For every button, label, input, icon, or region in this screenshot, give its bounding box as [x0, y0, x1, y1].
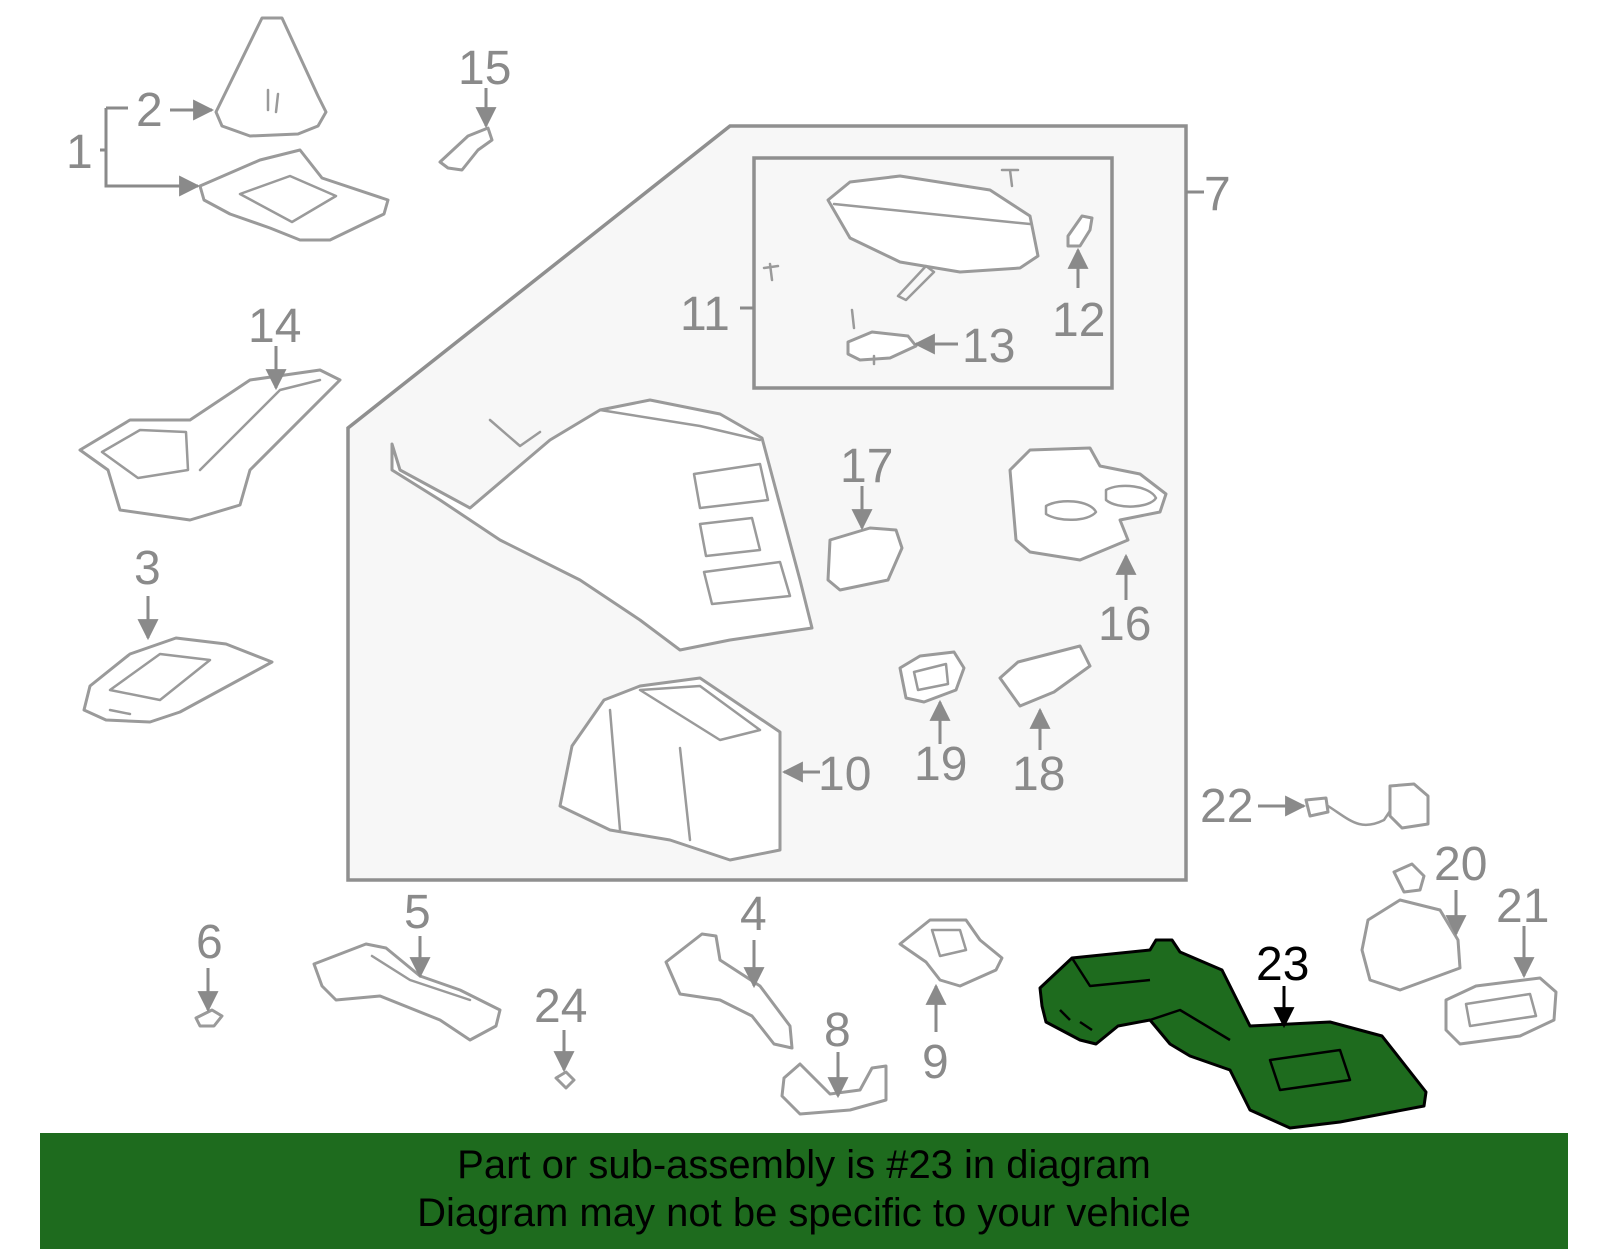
callout-21: 21: [1496, 880, 1549, 933]
part-23-console-bracket[interactable]: [1038, 938, 1428, 1130]
callout-20: 20: [1434, 838, 1487, 891]
callout-3: 3: [134, 542, 161, 595]
part-6-clip[interactable]: [194, 1008, 224, 1028]
part-1-shift-bezel[interactable]: [198, 148, 390, 242]
callout-4: 4: [740, 888, 767, 941]
callout-6: 6: [196, 916, 223, 969]
callout-11: 11: [680, 288, 730, 341]
part-11-armrest-lid[interactable]: [762, 168, 1040, 302]
callout-23: 23: [1256, 938, 1309, 991]
callout-14: 14: [248, 300, 301, 353]
callout-8: 8: [824, 1004, 851, 1057]
part-15-clip[interactable]: [438, 126, 494, 172]
callout-5: 5: [404, 886, 431, 939]
part-4-bracket[interactable]: [664, 932, 794, 1050]
part-7-console-body[interactable]: [390, 398, 814, 652]
part-5-bracket[interactable]: [312, 942, 502, 1042]
callout-15: 15: [458, 42, 511, 95]
part-8-bracket[interactable]: [780, 1062, 888, 1116]
callout-9: 9: [922, 1036, 949, 1089]
callout-17: 17: [840, 440, 893, 493]
lead-1: [100, 106, 198, 186]
callout-18: 18: [1012, 748, 1065, 801]
callout-10: 10: [818, 748, 871, 801]
part-2-shift-boot[interactable]: [214, 16, 328, 138]
part-14-console-box[interactable]: [78, 368, 342, 522]
info-banner: Part or sub-assembly is #23 in diagram D…: [40, 1133, 1568, 1249]
callout-7: 7: [1204, 168, 1231, 221]
banner-line-2: Diagram may not be specific to your vehi…: [417, 1191, 1191, 1235]
callout-13: 13: [962, 320, 1015, 373]
part-22-connector[interactable]: [1304, 782, 1430, 830]
banner-line-1: Part or sub-assembly is #23 in diagram: [457, 1143, 1151, 1187]
part-16-cup-holder[interactable]: [1008, 446, 1168, 562]
callout-19: 19: [914, 738, 967, 791]
part-19-switch-bezel[interactable]: [898, 650, 966, 704]
callout-24: 24: [534, 980, 587, 1033]
part-18-pocket[interactable]: [998, 644, 1092, 708]
callout-12: 12: [1052, 294, 1105, 347]
part-13-latch[interactable]: [846, 308, 918, 366]
part-10-console-insert[interactable]: [558, 676, 782, 862]
part-3-shift-cover[interactable]: [82, 636, 274, 724]
part-12-hinge[interactable]: [1066, 214, 1094, 248]
part-24-clip[interactable]: [554, 1070, 576, 1090]
callout-16: 16: [1098, 598, 1151, 651]
part-9-bracket[interactable]: [898, 918, 1004, 988]
callout-22: 22: [1200, 780, 1253, 833]
part-20-switch-panel[interactable]: [1360, 862, 1462, 992]
callout-1: 1: [66, 126, 93, 179]
part-17-pocket[interactable]: [826, 526, 904, 592]
part-21-bezel[interactable]: [1444, 976, 1558, 1046]
callout-2: 2: [136, 84, 163, 137]
